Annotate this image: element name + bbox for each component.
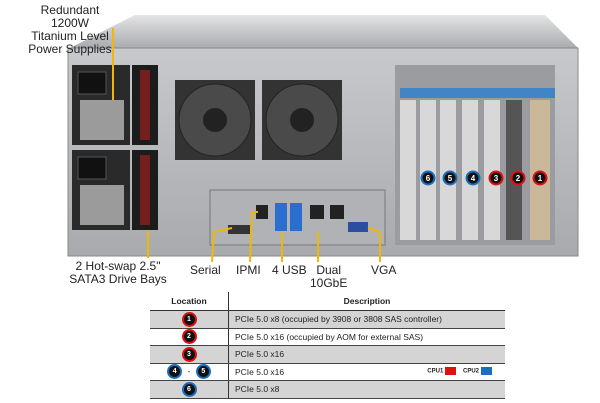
callout-lines [112,28,381,263]
io-panel [209,189,386,246]
row-description: PCIe 5.0 x16 [228,345,505,364]
slot-badge: 2 [183,331,195,343]
psu-label-line1: Redundant 1200W [40,3,100,30]
slot-badge: 5 [197,366,209,378]
legend-cpu1-swatch [445,366,457,375]
pcie-slots [395,65,555,245]
table-row: 2 PCIe 5.0 x16 (occupied by AOM for exte… [150,328,505,346]
slot-badge: 3 [183,348,195,360]
slot-badge-5: 5 [442,170,458,186]
server-rear-image: 6 5 4 3 2 1 [67,15,579,263]
slot-badge-4: 4 [465,170,481,186]
lan-label-line1: Dual [316,263,342,277]
slot-badge: 4 [169,366,181,378]
drive-bays [132,65,158,230]
table-row: 4 - 5 PCIe 5.0 x16 CPU1 CPU2 [150,363,505,381]
range-separator: - [187,366,191,377]
vga-label: VGA [371,263,397,277]
slot-badge: 1 [183,313,195,325]
pcie-slot-table: Location Description 1 PCIe 5.0 x8 (occu… [150,292,505,399]
header-location: Location [150,292,229,311]
drive-bays-label-line1: 2 Hot-swap 2.5" [75,259,161,273]
row-description: PCIe 5.0 x16 (occupied by AOM for extern… [228,328,505,346]
table-row: 3 PCIe 5.0 x16 [150,345,505,364]
svg-text:5: 5 [448,174,453,183]
slot-badge-1: 1 [532,170,548,186]
drive-bays-label-line2: SATA3 Drive Bays [69,272,167,286]
svg-text:3: 3 [494,174,499,183]
slot-badge: 6 [183,383,195,395]
table-row: 1 PCIe 5.0 x8 (occupied by 3908 or 3808 … [150,310,505,329]
chassis-lid [70,15,578,48]
table-row: 6 PCIe 5.0 x8 [150,380,505,399]
legend-cpu2-label: CPU2 [462,368,479,375]
serial-label: Serial [190,263,221,277]
svg-text:4: 4 [471,174,476,183]
ipmi-label: IPMI [236,263,261,277]
psu-label-line3: Power Supplies [28,42,112,56]
fans [175,80,342,160]
row-description: PCIe 5.0 x8 (occupied by 3908 or 3808 SA… [228,310,505,329]
legend-cpu2-swatch [481,366,492,375]
svg-text:2: 2 [516,174,521,183]
legend-cpu1-label: CPU1 [427,368,444,375]
power-supplies [72,65,130,230]
row-description: PCIe 5.0 x8 [228,380,505,399]
cpu-legend: CPU1 CPU2 [427,366,497,375]
slot-badge-6: 6 [420,170,436,186]
svg-text:1: 1 [538,174,543,183]
slot-badge-3: 3 [488,170,504,186]
svg-text:6: 6 [426,174,431,183]
header-description: Description [228,292,505,311]
row-description: PCIe 5.0 x16 [235,366,285,377]
usb-label: 4 USB [272,263,307,277]
psu-label-line2: Titanium Level [31,29,109,43]
lan-label-line2: 10GbE [310,276,348,290]
slot-badge-2: 2 [510,170,526,186]
